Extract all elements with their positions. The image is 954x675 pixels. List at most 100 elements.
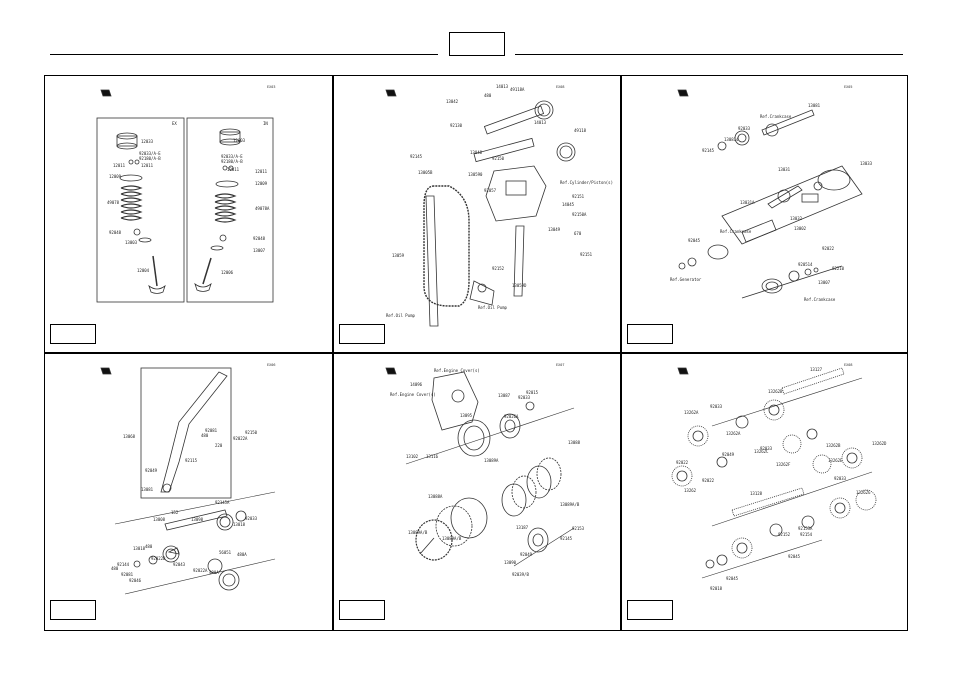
part-label: 13262E [828, 458, 843, 463]
part-label: Ref.Oil Pump [386, 313, 415, 318]
part-label: 13088 [568, 440, 581, 445]
part-label: 92180/A-B [139, 156, 161, 161]
part-label: 92022B [151, 556, 166, 561]
part-label: 13187 [516, 525, 529, 530]
panel-valves[interactable]: EX03 EX IN 12033 92033/A-E 92180/A-B 120… [45, 76, 332, 352]
header-rule-left [50, 54, 438, 55]
intake-group-frame [186, 117, 274, 303]
part-label: 13059D [512, 283, 527, 288]
part-label: 13088A [428, 494, 443, 499]
part-label: 12006 [221, 270, 234, 275]
part-label: 12033 [141, 139, 154, 144]
part-label: 13127 [810, 367, 823, 372]
part-label: 13087 [498, 393, 511, 398]
part-label: 480 [201, 433, 209, 438]
part-label: 920514 [798, 262, 813, 267]
part-label: 49118A [510, 87, 525, 92]
part-label: 13049 [548, 227, 561, 232]
part-label: 13081 [141, 487, 154, 492]
panel-crankshaft[interactable]: EX05 13081 Ref.Crankcase 92145 130814 92… [622, 76, 909, 352]
header-page-box [449, 32, 505, 56]
part-label: 13031 [778, 167, 791, 172]
part-label: 12009 [255, 181, 268, 186]
panel-footer-box [339, 600, 385, 620]
part-label: 92145 [560, 536, 573, 541]
part-label: 480A [237, 552, 247, 557]
part-label: 92015 [526, 390, 539, 395]
part-label: 92022 [822, 246, 835, 251]
panel-clutch[interactable]: EX07 Ref.Engine Cover(s) 14096 Ref.Engin… [334, 354, 620, 632]
part-label: 92022 [702, 478, 715, 483]
part-label: 13262 [684, 488, 697, 493]
part-label: 92153 [572, 526, 585, 531]
camshaft-diagram [385, 89, 576, 327]
part-label: 92152 [778, 532, 791, 537]
part-label: 92150A [572, 212, 587, 217]
part-label: 92180/A-B [221, 159, 243, 164]
panel-transmission[interactable]: EX08 13127 13262A 92033 13262B 13262A 13… [622, 354, 909, 632]
part-label: 13089A [484, 458, 499, 463]
part-label: 12011 [113, 163, 126, 168]
part-label: Ref.Generator [670, 277, 702, 282]
part-label: 92033 [760, 446, 773, 451]
panel-footer-box [627, 600, 673, 620]
part-label: 13262D [872, 441, 887, 446]
part-label: 92046 [129, 578, 142, 583]
part-label: 12009 [109, 174, 122, 179]
part-label: 92049 [722, 452, 735, 457]
part-label: 130814 [724, 137, 739, 142]
part-label: 14013 [496, 84, 509, 89]
part-label: 92130 [450, 123, 463, 128]
part-label: 92081 [205, 428, 218, 433]
part-label: 13128 [750, 491, 763, 496]
part-label: 92151 [572, 194, 585, 199]
part-label: 13262C [754, 449, 769, 454]
part-label: 92039/B [512, 572, 529, 577]
part-label: 13262F [776, 462, 791, 467]
part-label: 13008 [153, 517, 166, 522]
part-label: 56051 [219, 550, 232, 555]
part-label: 92033/A-E [139, 151, 161, 156]
part-label: 13089A/B [442, 536, 462, 541]
part-label: 13003 [125, 240, 138, 245]
part-label: 14013 [534, 120, 547, 125]
part-label: 92022 [676, 460, 689, 465]
part-label: 480A [209, 570, 219, 575]
part-label: 13042 [446, 99, 459, 104]
part-label: 12011 [227, 167, 240, 172]
part-label: 13262B [768, 389, 783, 394]
part-label: 92048 [109, 230, 122, 235]
group-tag-ex: EX [172, 121, 177, 126]
panel-code: EX05 [844, 85, 853, 89]
part-label: Ref.Oil Pump [478, 305, 507, 310]
part-label: 13090 [504, 560, 517, 565]
part-label: 92045 [788, 554, 801, 559]
panel-code: EX07 [556, 363, 565, 367]
part-label: 92151 [580, 252, 593, 257]
part-label: 14045 [562, 202, 575, 207]
part-label: 92026A [504, 414, 519, 419]
part-label: 92018 [710, 586, 723, 591]
part-label: 92145 [702, 148, 715, 153]
part-label: 92033 [710, 404, 723, 409]
panel-kickstarter[interactable]: EX06 13068 92081 480 220 92022A 92150 92… [45, 354, 332, 632]
grid-divider [45, 352, 907, 354]
part-label: 13018 [233, 522, 246, 527]
part-label: 12004 [137, 268, 150, 273]
part-label: 13262A [726, 431, 741, 436]
clutch-diagram [385, 367, 575, 567]
part-label: 13262G [856, 490, 871, 495]
part-label: 670 [574, 231, 582, 236]
part-label: 13018 [133, 546, 146, 551]
part-label: 92150 [492, 156, 505, 161]
panel-code: EX03 [267, 85, 276, 89]
part-label: Ref.Cylinder/Piston(s) [560, 180, 613, 185]
part-label: 14096 [410, 382, 423, 387]
panel-camshaft[interactable]: EX08 13042 92130 480 49118A 14013 14013 … [334, 76, 620, 352]
part-label: 49078A [255, 206, 270, 211]
part-label: 92049 [145, 468, 158, 473]
transmission-diagram [671, 367, 877, 579]
part-label: 13059 [392, 253, 405, 258]
part-label: 13007 [818, 280, 831, 285]
part-label: 92115 [185, 458, 198, 463]
